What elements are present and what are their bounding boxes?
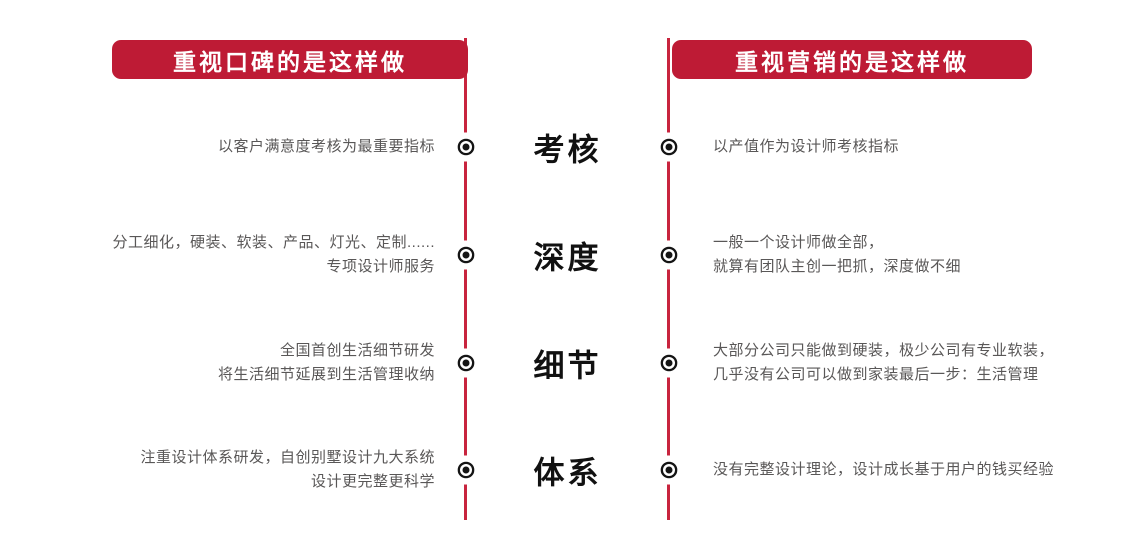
bullet-icon [462, 143, 469, 151]
bullet-icon [462, 359, 469, 367]
row-label: 考核 [533, 132, 602, 168]
bullet-icon [462, 251, 469, 259]
comparison-row-assessment: 以客户满意度考核为最重要指标 考核 以产值作为设计师考核指标 [0, 105, 1130, 189]
bullet-icon [665, 251, 672, 259]
bullet-icon [665, 143, 672, 151]
left-point-text: 注重设计体系研发，自创别墅设计九大系统 设计更完整更科学 [140, 449, 435, 490]
comparison-row-system: 注重设计体系研发，自创别墅设计九大系统 设计更完整更科学 体系 没有完整设计理论… [0, 428, 1130, 512]
row-label: 细节 [533, 348, 602, 384]
comparison-row-detail: 全国首创生活细节研发 将生活细节延展到生活管理收纳 细节 大部分公司只能做到硬装… [0, 321, 1130, 405]
right-header-title: 重视营销的是这样做 [735, 48, 969, 75]
left-header-title: 重视口碑的是这样做 [173, 48, 407, 75]
right-point-text: 没有完整设计理论，设计成长基于用户的钱买经验 [713, 461, 1055, 478]
bullet-icon [665, 359, 672, 367]
left-header-banner: 重视口碑的是这样做 [112, 40, 468, 79]
bullet-icon [462, 466, 469, 474]
left-point-text: 以客户满意度考核为最重要指标 [217, 138, 435, 155]
left-timeline-line [464, 38, 467, 520]
bullet-icon [665, 466, 672, 474]
right-header-banner: 重视营销的是这样做 [672, 40, 1032, 79]
row-label: 体系 [533, 455, 602, 491]
row-label: 深度 [533, 240, 602, 276]
right-point-text: 大部分公司只能做到硬装，极少公司有专业软装， 几乎没有公司可以做到家装最后一步：… [713, 342, 1055, 383]
left-point-text: 分工细化，硬装、软装、产品、灯光、定制...... 专项设计师服务 [112, 234, 435, 275]
left-point-text: 全国首创生活细节研发 将生活细节延展到生活管理收纳 [217, 342, 435, 383]
right-point-text: 以产值作为设计师考核指标 [713, 138, 900, 155]
right-timeline-line [667, 38, 670, 520]
comparison-row-depth: 分工细化，硬装、软装、产品、灯光、定制...... 专项设计师服务 深度 一般一… [0, 213, 1130, 297]
right-point-text: 一般一个设计师做全部， 就算有团队主创一把抓，深度做不细 [713, 234, 962, 275]
